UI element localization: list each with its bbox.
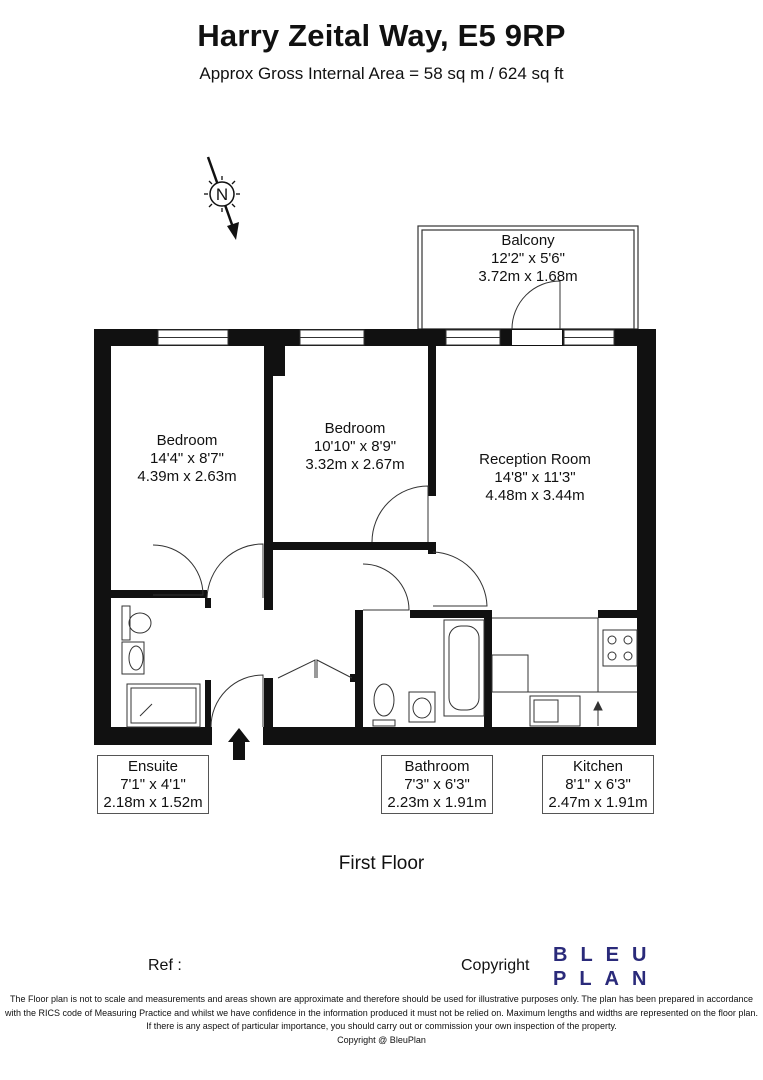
internal-walls [111, 346, 637, 727]
windows [157, 329, 615, 346]
disclaimer: The Floor plan is not to scale and measu… [0, 993, 763, 1047]
disclaimer-line: If there is any aspect of particular imp… [146, 1021, 617, 1031]
room-name: Bedroom [324, 420, 386, 437]
ensuite-fittings [121, 605, 201, 728]
room-imperial-size: 8'1" x 6'3" [565, 776, 631, 793]
room-name: Balcony [501, 232, 555, 249]
room-metric-size: 4.39m x 2.63m [137, 468, 237, 485]
disclaimer-line: The Floor plan is not to scale and measu… [9, 994, 754, 1004]
entrance-arrow [228, 728, 250, 760]
room-metric-size: 2.47m x 1.91m [548, 794, 648, 811]
room-name: Kitchen [572, 758, 624, 775]
gross-area-subtitle: Approx Gross Internal Area = 58 sq m / 6… [199, 64, 564, 83]
disclaimer-line: Copyright @ BleuPlan [337, 1034, 426, 1045]
logo-line-2: PLAN [553, 968, 660, 990]
room-name: Ensuite [127, 758, 179, 775]
room-metric-size: 2.18m x 1.52m [103, 794, 203, 811]
page-title: Harry Zeital Way, E5 9RP [197, 18, 566, 53]
room-label-ensuite: Ensuite 7'1" x 4'1" 2.18m x 1.52m [97, 755, 209, 814]
room-label-kitchen: Kitchen 8'1" x 6'3" 2.47m x 1.91m [542, 755, 654, 814]
compass-circle [209, 181, 235, 207]
room-label-bathroom: Bathroom 7'3" x 6'3" 2.23m x 1.91m [381, 755, 493, 814]
room-metric-size: 2.23m x 1.91m [387, 794, 487, 811]
logo-line-1: BLEU [553, 944, 660, 966]
room-label-reception: Reception Room 14'8" x 11'3" 4.48m x 3.4… [445, 451, 625, 505]
room-imperial-size: 14'8" x 11'3" [494, 469, 576, 486]
outer-walls [94, 329, 656, 745]
disclaimer-line: with the RICS code of Measuring Practice… [5, 1007, 758, 1018]
compass-arrow-head [227, 222, 239, 240]
room-name: Bathroom [404, 758, 470, 775]
room-name: Bedroom [156, 432, 218, 449]
bathroom-fittings [372, 619, 485, 727]
room-imperial-size: 10'10" x 8'9" [313, 438, 397, 455]
floor-name: First Floor [338, 853, 425, 874]
compass-rays [204, 176, 240, 212]
room-metric-size: 4.48m x 3.44m [485, 487, 585, 504]
kitchen-fittings [491, 617, 638, 727]
room-metric-size: 3.72m x 1.68m [478, 268, 578, 285]
room-name: Reception Room [479, 451, 591, 468]
balcony-door-swing [511, 280, 561, 330]
compass-north-label: N [216, 185, 228, 204]
room-label-bedroom-2: Bedroom 10'10" x 8'9" 3.32m x 2.67m [280, 420, 430, 474]
copyright-label: Copyright [461, 957, 530, 974]
room-imperial-size: 12'2" x 5'6" [491, 250, 565, 267]
compass: N [204, 156, 240, 240]
room-metric-size: 3.32m x 2.67m [305, 456, 405, 473]
room-imperial-size: 7'3" x 6'3" [404, 776, 470, 793]
bleuplan-logo: BLEU PLAN [553, 943, 659, 991]
room-imperial-size: 14'4" x 8'7" [150, 450, 224, 467]
room-label-bedroom-1: Bedroom 14'4" x 8'7" 4.39m x 2.63m [110, 432, 264, 486]
reference-label: Ref : [148, 957, 182, 974]
room-label-balcony: Balcony 12'2" x 5'6" 3.72m x 1.68m [448, 232, 608, 286]
room-imperial-size: 7'1" x 4'1" [120, 776, 186, 793]
door-swings [152, 485, 488, 728]
